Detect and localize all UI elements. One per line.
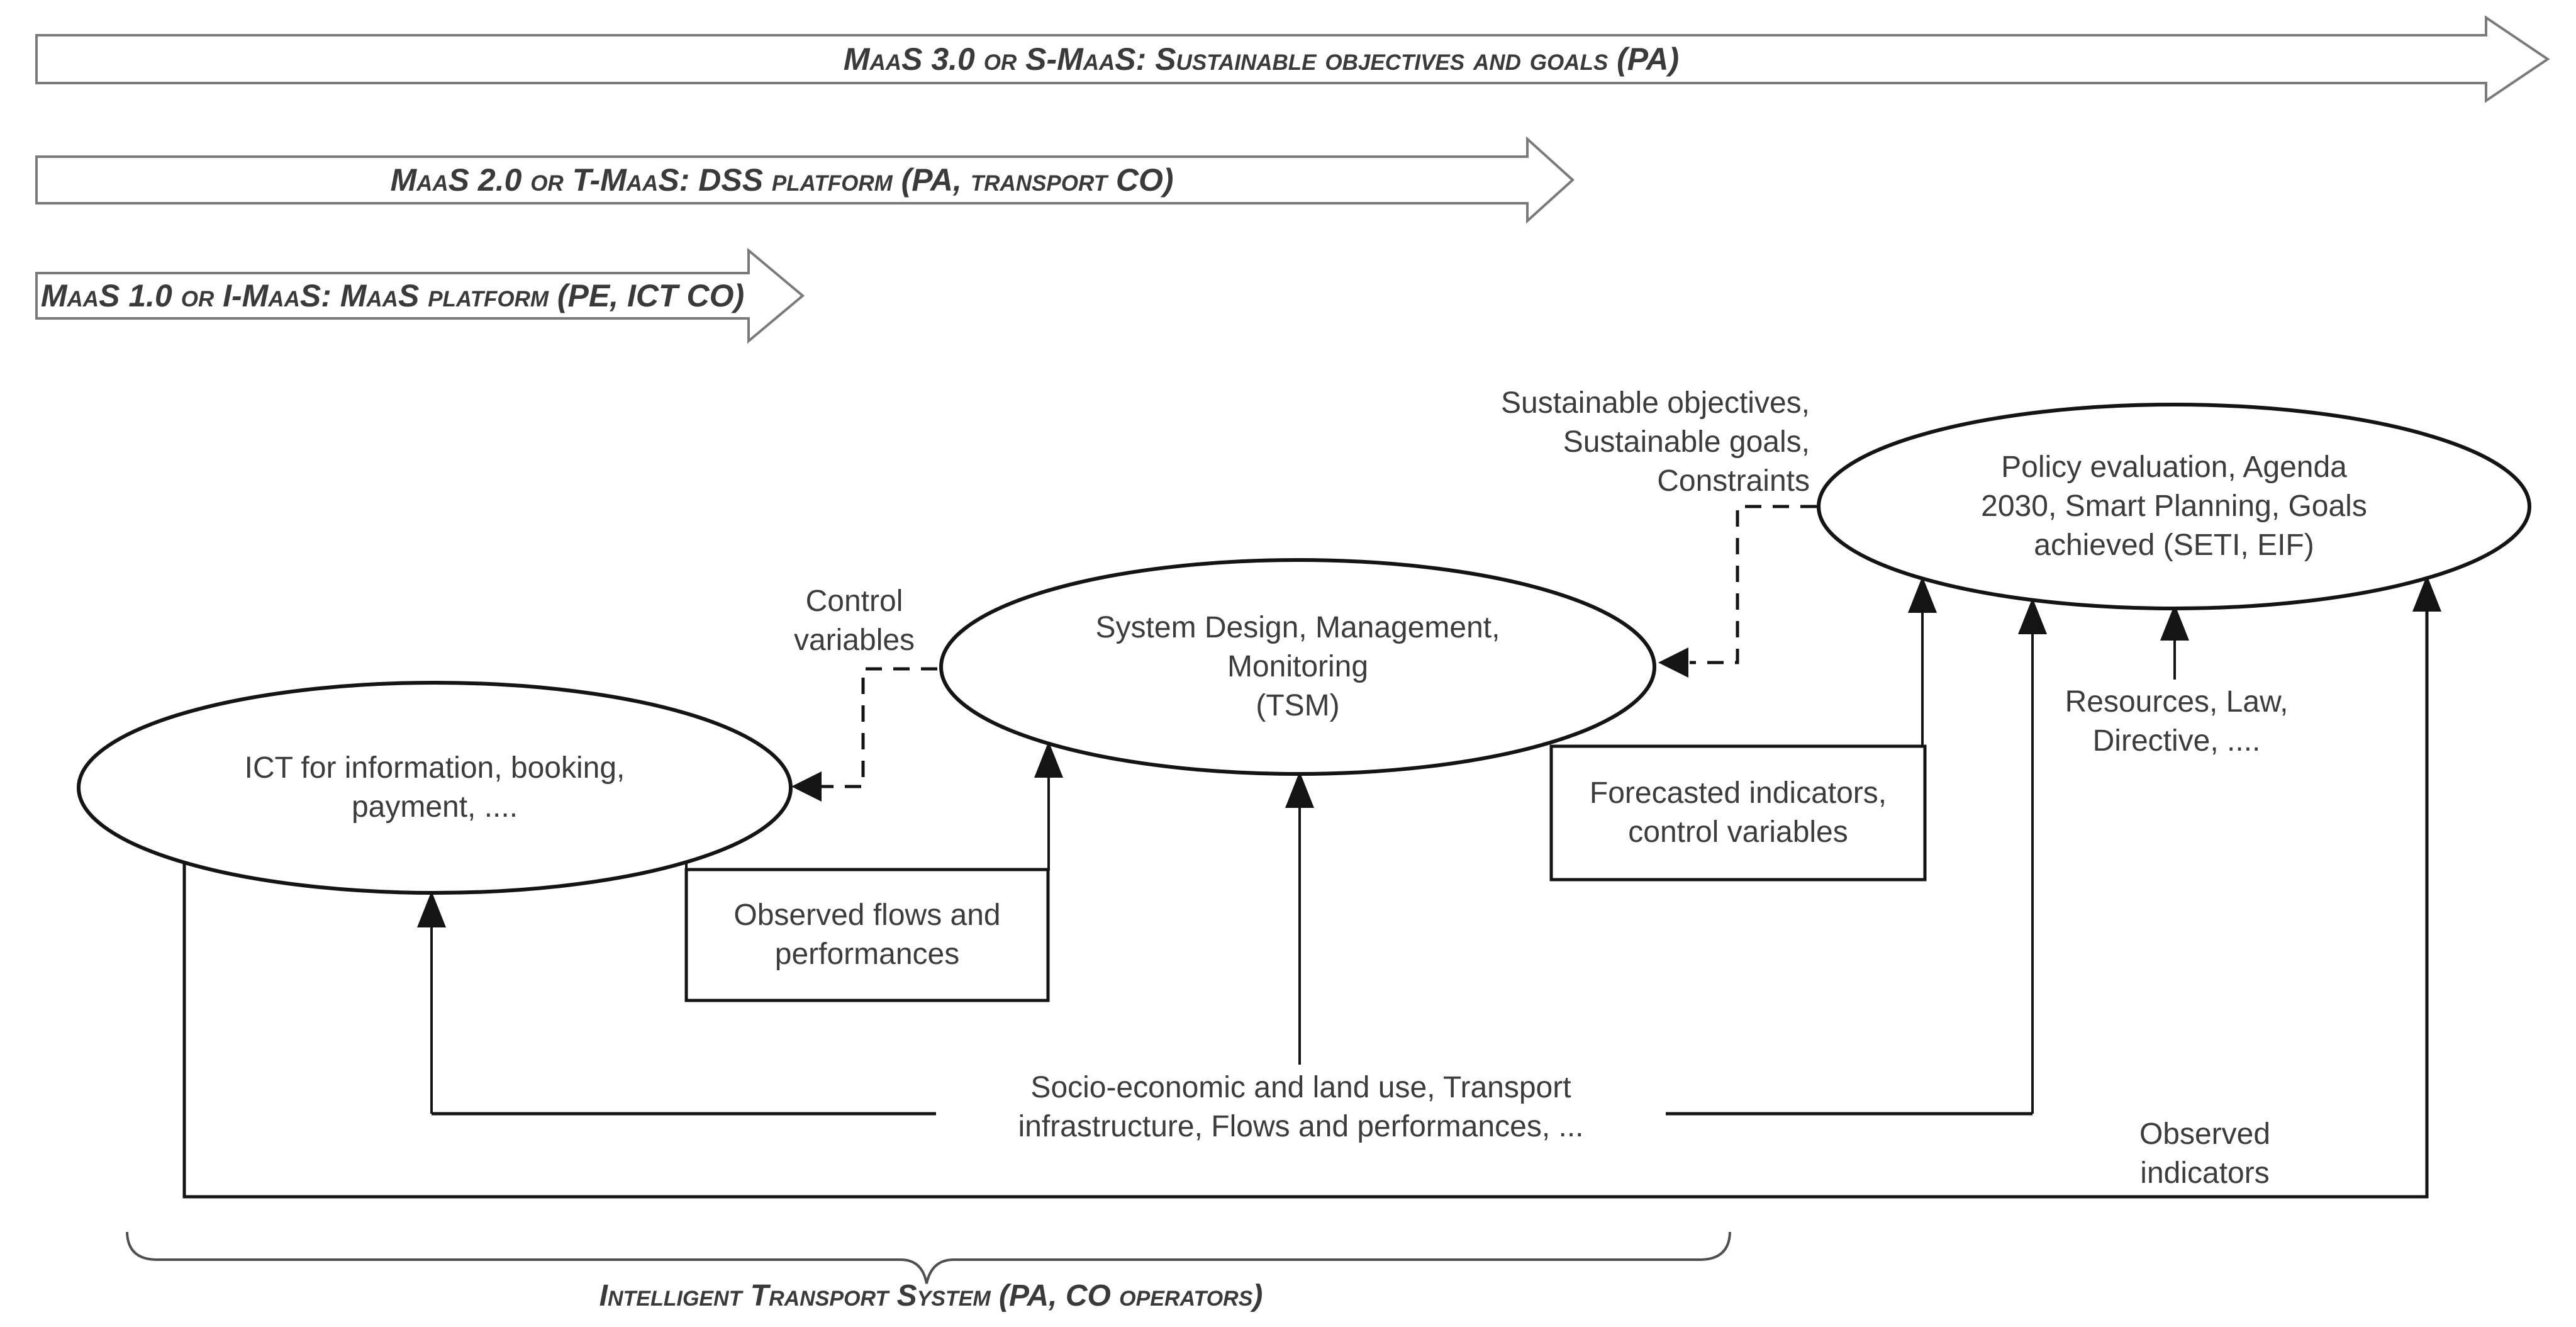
socio-to-ict-arrowhead (417, 891, 446, 927)
forecasted-indicators-label: Forecasted indicators, control variables (1589, 776, 1887, 849)
control-variables-label: Control variables (793, 585, 915, 657)
its-scope-brace (126, 1231, 1731, 1284)
observed-flows-box (684, 868, 1050, 1002)
observed-indicators-arrowhead (2412, 575, 2441, 612)
maas3-banner-arrow (35, 15, 2550, 103)
maas3-banner-label: MaaS 3.0 or S-MaaS: Sustainable objectiv… (843, 42, 1680, 77)
policy-to-tsm-dashed-arrowhead (1658, 647, 1688, 678)
forecasted-to-policy-arrowhead (1908, 576, 1937, 613)
tsm-ellipse-label: System Design, Management, Monitoring (T… (1095, 611, 1500, 722)
maas2-banner-arrow (35, 136, 1575, 224)
its-scope-caption: Intelligent Transport System (PA, CO ope… (599, 1279, 1263, 1313)
observedflows-to-tsm-arrowhead (1034, 741, 1063, 778)
resources-to-policy-arrowhead (2160, 604, 2189, 641)
socio-economic-label: Socio-economic and land use, Transport i… (936, 1068, 1666, 1146)
maas2-banner-label: MaaS 2.0 or T-MaaS: DSS platform (PA, tr… (390, 162, 1174, 198)
ict-ellipse (77, 681, 793, 895)
maas1-banner-arrow (35, 247, 805, 344)
tsm-to-ict-dashed-connector (820, 667, 937, 788)
socio-to-tsm-arrowhead (1285, 771, 1314, 808)
tsm-to-ict-dashed-arrowhead (791, 771, 822, 802)
observed-indicators-connector (182, 584, 2429, 1199)
policy-ellipse-label: Policy evaluation, Agenda 2030, Smart Pl… (1981, 451, 2367, 562)
observed-indicators-label: Observed indicators (2139, 1117, 2271, 1190)
policy-ellipse (1817, 403, 2531, 610)
observed-flows-label: Observed flows and performances (733, 899, 1001, 971)
socio-to-policy-arrowhead (2018, 598, 2047, 634)
ict-ellipse-label: ICT for information, booking, payment, .… (244, 751, 625, 824)
tsm-ellipse (939, 558, 1656, 776)
forecasted-indicators-box (1549, 744, 1927, 882)
policy-to-tsm-dashed-connector (1690, 505, 1817, 664)
maas1-banner-label: MaaS 1.0 or I-MaaS: MaaS platform (PE, I… (40, 278, 745, 313)
sustainable-objectives-label: Sustainable objectives, Sustainable goal… (1501, 386, 1810, 498)
resources-law-label: Resources, Law, Directive, .... (2065, 685, 2289, 758)
